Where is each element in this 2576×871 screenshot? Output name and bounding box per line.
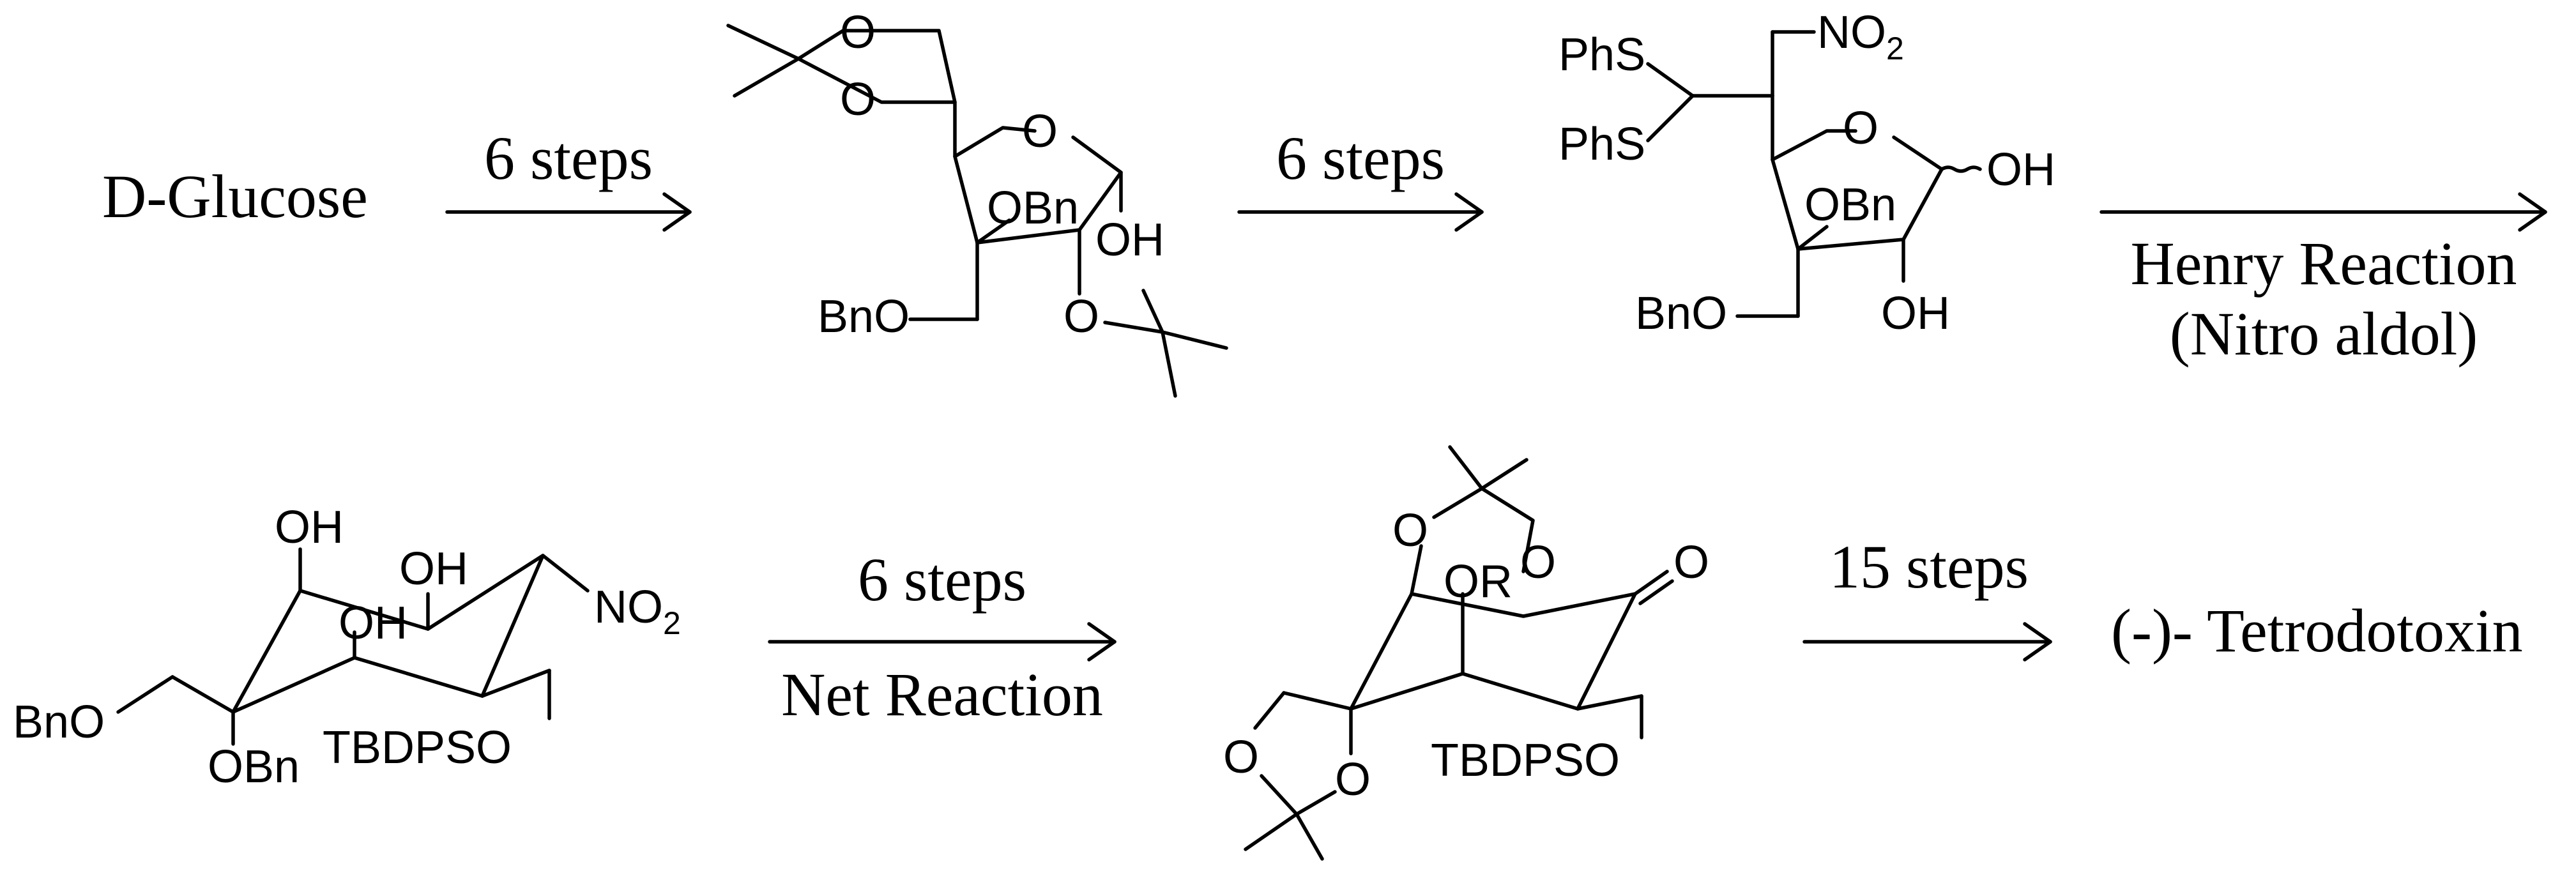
int2-phs-top: PhS [1559, 29, 1645, 80]
int1-bno: BnO [818, 291, 910, 342]
start-compound-label: D-Glucose [102, 162, 368, 231]
int4-acetonide-o1: O [1392, 505, 1428, 556]
arrow-3-label-line1: Henry Reaction [2130, 229, 2517, 298]
reaction-arrow-5 [1802, 622, 2052, 662]
int4-spiro-o2: O [1335, 754, 1371, 805]
int1-acetonide-oxygen: O [1063, 291, 1099, 342]
int3-oh-2: OH [399, 543, 468, 595]
intermediate-1-structure [726, 24, 1228, 398]
int4-acetonide-o2: O [1520, 537, 1556, 588]
arrow-5-label: 15 steps [1829, 533, 2029, 601]
arrow-4-label-above: 6 steps [858, 545, 1026, 614]
int3-oh-1: OH [275, 502, 344, 553]
int3-nitro: NO2 [594, 582, 681, 641]
int2-oh: OH [1881, 288, 1950, 339]
arrow-2-label: 6 steps [1276, 124, 1445, 192]
int3-obn: OBn [208, 741, 300, 792]
int4-ketone-o: O [1673, 537, 1709, 588]
int1-oh: OH [1095, 215, 1164, 266]
intermediate-3-structure [116, 547, 590, 746]
reaction-arrow-1 [445, 192, 692, 232]
int2-obn: OBn [1804, 179, 1896, 231]
int2-anomeric-oh: OH [1986, 144, 2055, 195]
int3-tbdpso: TBDPSO [323, 722, 512, 773]
arrow-1-label: 6 steps [484, 124, 653, 192]
target-compound-label: (-)- Tetrodotoxin [2111, 596, 2523, 665]
int3-bno: BnO [13, 697, 105, 748]
int1-furanose-oxygen: O [1022, 106, 1058, 157]
intermediate-4-structure [1244, 445, 1674, 861]
int2-furanose-oxygen: O [1843, 103, 1879, 154]
int3-oh-3: OH [339, 598, 408, 649]
arrow-4-label-below: Net Reaction [781, 660, 1103, 729]
int2-nitro: NO2 [1817, 7, 1904, 66]
int4-or: OR [1444, 556, 1513, 607]
int4-spiro-o1: O [1223, 732, 1259, 783]
arrow-3-label-line2: (Nitro aldol) [2170, 299, 2478, 368]
int1-ring-oxygen-top1: O [840, 7, 876, 58]
int1-ring-oxygen-top2: O [840, 74, 876, 125]
reaction-arrow-4 [768, 622, 1117, 662]
int2-phs-bottom: PhS [1559, 119, 1645, 170]
intermediate-2-structure [1646, 30, 1982, 318]
int4-tbdpso: TBDPSO [1431, 735, 1620, 786]
reaction-arrow-3 [2100, 192, 2547, 232]
reaction-arrow-2 [1237, 192, 1484, 232]
int2-bno: BnO [1635, 288, 1727, 339]
int1-obn: OBn [987, 183, 1079, 234]
